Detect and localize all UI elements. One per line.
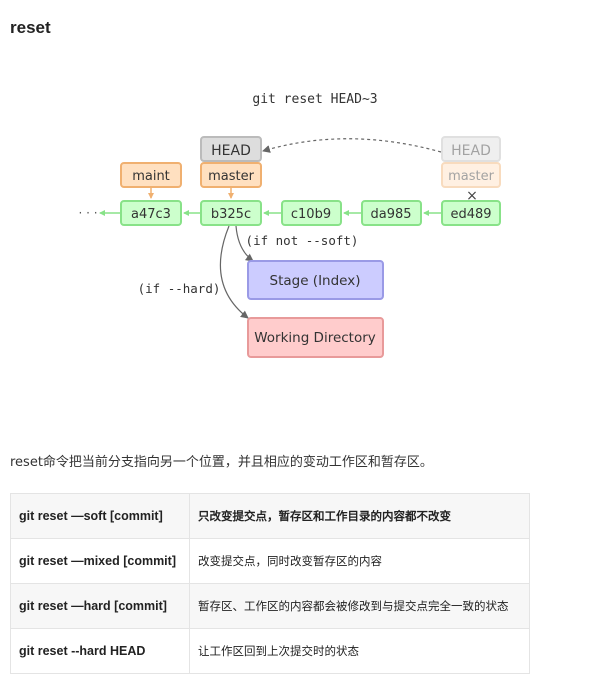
removed-mark: ×	[466, 188, 478, 204]
head-move-arrow	[262, 138, 442, 153]
ref-head-new-label: HEAD	[211, 143, 251, 159]
table-row: git reset —hard [commit] 暂存区、工作区的内容都会被修改…	[10, 583, 530, 629]
description-cell: 让工作区回到上次提交时的状态	[189, 628, 530, 674]
ref-maint-label: maint	[132, 169, 170, 184]
working-directory-label: Working Directory	[254, 330, 376, 346]
ref-head-new: HEAD	[200, 136, 262, 162]
command-cell: git reset —hard [commit]	[10, 583, 190, 629]
commit-node: da985	[361, 200, 422, 226]
ref-head-old-label: HEAD	[451, 143, 491, 159]
stage-arrow	[235, 225, 254, 262]
stage-area-label: Stage (Index)	[270, 273, 361, 289]
commit-label: b325c	[211, 207, 251, 222]
description-cell: 暂存区、工作区的内容都会被修改到与提交点完全一致的状态	[189, 583, 530, 629]
ref-master-new: master	[200, 162, 262, 188]
history-ellipsis: · · ·	[78, 206, 97, 220]
note-if-not-soft: (if not --soft)	[246, 233, 359, 248]
commit-node: a47c3	[120, 200, 182, 226]
ref-maint: maint	[120, 162, 182, 188]
command-cell: git reset —mixed [commit]	[10, 538, 190, 584]
description-text: reset命令把当前分支指向另一个位置，并且相应的变动工作区和暂存区。	[10, 455, 433, 470]
reset-options-table: git reset —soft [commit] 只改变提交点，暂存区和工作目录…	[10, 493, 530, 674]
working-directory-area: Working Directory	[247, 317, 384, 358]
command-cell: git reset --hard HEAD	[10, 628, 190, 674]
stage-area: Stage (Index)	[247, 260, 384, 300]
table-row: git reset —soft [commit] 只改变提交点，暂存区和工作目录…	[10, 493, 530, 539]
commit-node: c10b9	[281, 200, 342, 226]
working-arrow	[219, 225, 249, 319]
commit-label: ed489	[450, 207, 491, 222]
table-row: git reset —mixed [commit] 改变提交点，同时改变暂存区的…	[10, 538, 530, 584]
commit-label: c10b9	[291, 207, 331, 222]
command-cell: git reset —soft [commit]	[10, 493, 190, 539]
commit-label: da985	[370, 207, 411, 222]
diagram-command: git reset HEAD~3	[252, 92, 377, 107]
section-heading: reset	[10, 18, 51, 37]
ref-master-old: master	[441, 162, 501, 188]
note-if-hard: (if --hard)	[138, 281, 221, 296]
description-cell: 改变提交点，同时改变暂存区的内容	[189, 538, 530, 584]
commit-label: a47c3	[131, 207, 171, 222]
ref-master-new-label: master	[208, 169, 254, 184]
git-reset-diagram: git reset HEAD~3 HEAD master maint HEAD …	[78, 92, 501, 358]
ref-master-old-label: master	[448, 169, 494, 184]
table-row: git reset --hard HEAD 让工作区回到上次提交时的状态	[10, 628, 530, 674]
description-cell: 只改变提交点，暂存区和工作目录的内容都不改变	[189, 493, 530, 539]
ref-head-old: HEAD	[441, 136, 501, 162]
commit-node: ed489	[441, 200, 501, 226]
commit-node: b325c	[200, 200, 262, 226]
